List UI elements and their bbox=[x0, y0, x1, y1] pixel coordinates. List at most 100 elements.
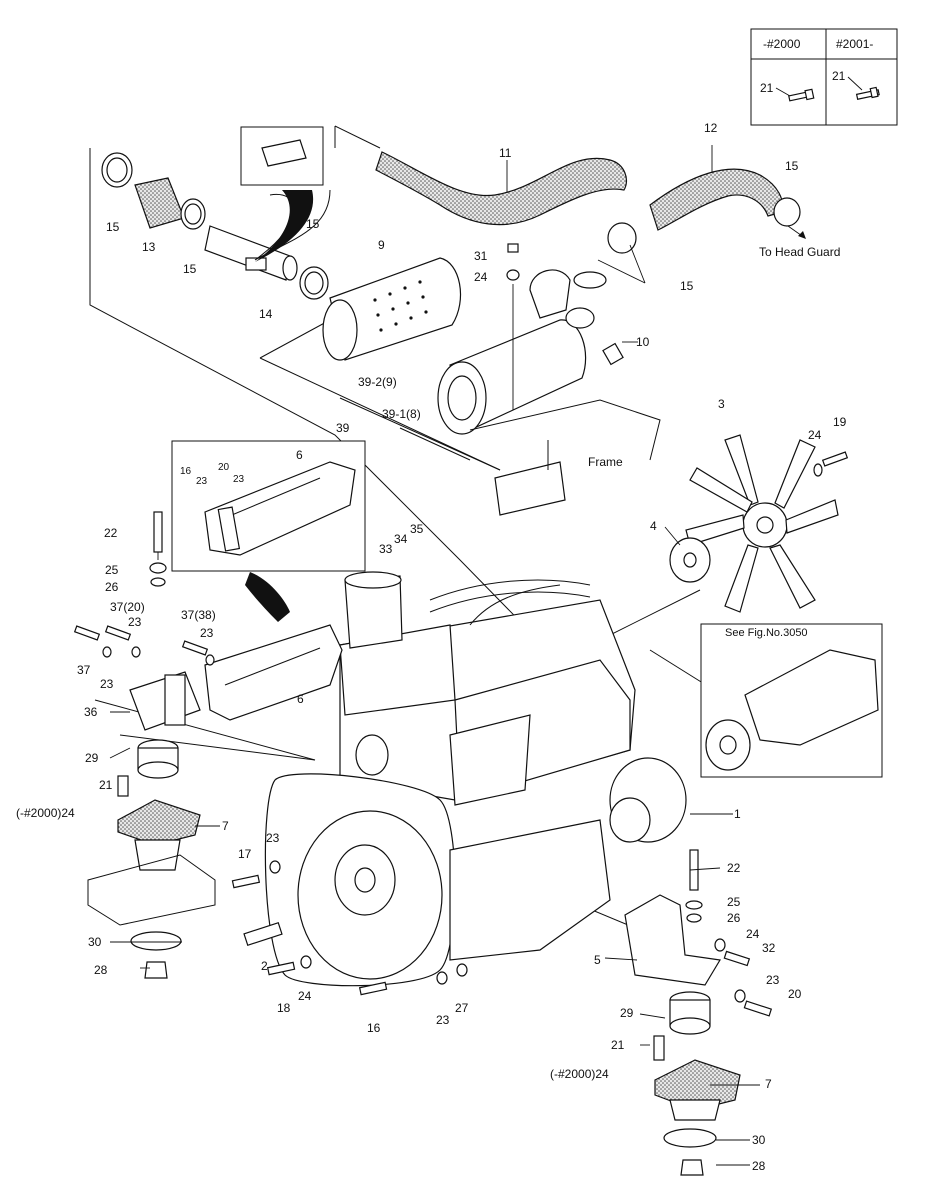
callout-30-left: 30 bbox=[88, 935, 102, 949]
callout-37-38: 37(38) bbox=[181, 608, 216, 622]
callout-29-left: 29 bbox=[85, 751, 99, 765]
callout-24-d: 24 bbox=[746, 927, 760, 941]
callout-16-inset: 16 bbox=[180, 466, 192, 477]
callout-19: 19 bbox=[833, 415, 847, 429]
callout-6-inset: 6 bbox=[296, 448, 303, 462]
callout-24-b: 24 bbox=[808, 428, 822, 442]
air-cleaner-assembly bbox=[437, 269, 624, 435]
callout-20-inset: 20 bbox=[218, 462, 230, 473]
bracket-detail-inset bbox=[171, 440, 366, 572]
callout-23-inset: 23 bbox=[196, 476, 208, 487]
callout-39-1: 39-1(8) bbox=[382, 407, 421, 421]
mount-left-stack bbox=[87, 511, 216, 979]
callout-33: 33 bbox=[379, 542, 393, 556]
hose-13 bbox=[134, 177, 185, 229]
callout-16: 16 bbox=[367, 1021, 381, 1035]
bracket-5 bbox=[624, 894, 721, 986]
hose-12 bbox=[649, 145, 784, 231]
callout-22-left: 22 bbox=[104, 526, 118, 540]
clamp-15-upper bbox=[573, 197, 801, 289]
assembly-reference-lines bbox=[89, 125, 731, 931]
callout-24-a: 24 bbox=[474, 270, 488, 284]
filter-element-9 bbox=[322, 257, 462, 361]
callout-labels: 1 2 3 4 5 6 6 7 7 9 10 11 12 13 14 15 15… bbox=[16, 121, 847, 1173]
intake-pipe-14 bbox=[204, 225, 298, 281]
clamp-15-right bbox=[299, 266, 329, 300]
callout-24-e: (-#2000)24 bbox=[16, 806, 75, 820]
revision-right-part-label: 21 bbox=[832, 69, 846, 83]
small-hardware bbox=[73, 625, 773, 1017]
callout-15-b: 15 bbox=[183, 262, 197, 276]
callout-10: 10 bbox=[636, 335, 650, 349]
callout-32: 32 bbox=[762, 941, 776, 955]
revision-col-left-header: -#2000 bbox=[763, 37, 801, 51]
callout-15-a: 15 bbox=[106, 220, 120, 234]
clamp-15-left bbox=[101, 152, 133, 188]
fan-3 bbox=[685, 434, 839, 613]
hose-11 bbox=[375, 151, 628, 226]
callout-21-left: 21 bbox=[99, 778, 113, 792]
callout-27: 27 bbox=[455, 1001, 469, 1015]
callout-26-left: 26 bbox=[105, 580, 119, 594]
callout-25-right: 25 bbox=[727, 895, 741, 909]
callout-24-f: (-#2000)24 bbox=[550, 1067, 609, 1081]
oil-pan bbox=[449, 819, 611, 961]
stud-bolt-icon bbox=[847, 76, 880, 100]
bolt-icon bbox=[775, 87, 815, 102]
callout-23-d: 23 bbox=[200, 626, 214, 640]
callout-5: 5 bbox=[594, 953, 601, 967]
callout-22-right: 22 bbox=[727, 861, 741, 875]
bracket-6 bbox=[204, 624, 343, 721]
mount-right-stack bbox=[653, 849, 741, 1176]
callout-1: 1 bbox=[734, 807, 741, 821]
callout-29-right: 29 bbox=[620, 1006, 634, 1020]
revision-table: -#2000 #2001- 21 21 bbox=[750, 28, 898, 126]
frame-label: Frame bbox=[588, 455, 623, 469]
callout-15-d: 15 bbox=[785, 159, 799, 173]
to-head-guard-label: To Head Guard bbox=[759, 245, 840, 259]
flywheel-housing bbox=[264, 773, 456, 987]
see-fig-label: See Fig.No.3050 bbox=[725, 627, 808, 639]
callout-25-left: 25 bbox=[105, 563, 119, 577]
revision-col-right-header: #2001- bbox=[836, 37, 873, 51]
callout-12: 12 bbox=[704, 121, 718, 135]
callout-23-c: 23 bbox=[128, 615, 142, 629]
bracket-arrow bbox=[245, 572, 290, 622]
engine-block bbox=[339, 571, 636, 806]
callout-13: 13 bbox=[142, 240, 156, 254]
annotations: To Head Guard Frame See Fig.No.3050 bbox=[588, 225, 840, 639]
callout-11: 11 bbox=[499, 146, 512, 160]
callout-23-e: 23 bbox=[100, 677, 114, 691]
callout-6: 6 bbox=[297, 692, 304, 706]
callout-9: 9 bbox=[378, 238, 385, 252]
callout-35: 35 bbox=[410, 522, 424, 536]
leader-lines bbox=[109, 244, 760, 1166]
callout-23-f: 23 bbox=[266, 831, 280, 845]
callout-23-g: 23 bbox=[436, 1013, 450, 1027]
callout-4: 4 bbox=[650, 519, 657, 533]
callout-17: 17 bbox=[238, 847, 252, 861]
pump-inset bbox=[700, 623, 883, 778]
callout-3: 3 bbox=[718, 397, 725, 411]
callout-37: 37 bbox=[77, 663, 91, 677]
callout-23-h: 23 bbox=[766, 973, 780, 987]
clamp-15-mid bbox=[180, 198, 206, 230]
revision-left-part-label: 21 bbox=[760, 81, 774, 95]
callout-7-left: 7 bbox=[222, 819, 229, 833]
callout-2: 2 bbox=[261, 959, 268, 973]
detail-inset bbox=[240, 126, 331, 262]
callout-18: 18 bbox=[277, 1001, 291, 1015]
callout-15-e: 15 bbox=[680, 279, 694, 293]
callout-39-2: 39-2(9) bbox=[358, 375, 397, 389]
callout-39: 39 bbox=[336, 421, 350, 435]
callout-31: 31 bbox=[474, 249, 488, 263]
callout-30-right: 30 bbox=[752, 1133, 766, 1147]
callout-20: 20 bbox=[788, 987, 802, 1001]
callout-21-right: 21 bbox=[611, 1038, 625, 1052]
spacer-4 bbox=[664, 526, 711, 583]
callout-24-c: 24 bbox=[298, 989, 312, 1003]
alternator bbox=[609, 757, 687, 843]
callout-34: 34 bbox=[394, 532, 408, 546]
bracket-36 bbox=[129, 671, 201, 731]
